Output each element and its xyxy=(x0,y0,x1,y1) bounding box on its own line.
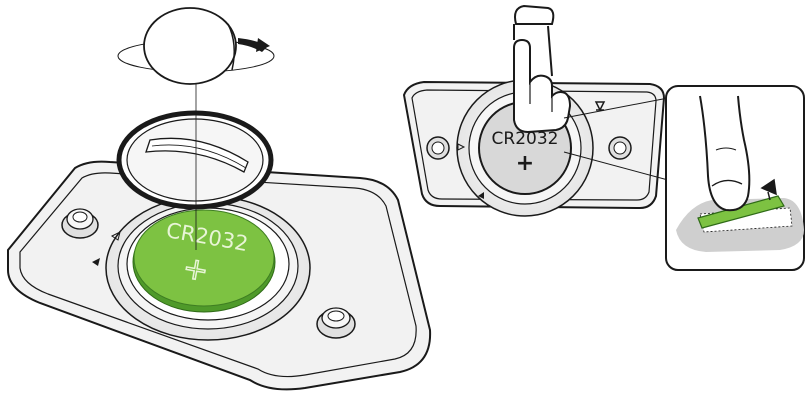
right-battery-plus: + xyxy=(516,151,534,176)
left-illustration: CR2032 + xyxy=(8,8,430,389)
right-snap-button-left xyxy=(427,137,449,159)
left-coin-rotate xyxy=(118,8,274,84)
coin xyxy=(144,8,236,84)
right-snap-button-right xyxy=(609,137,631,159)
left-battery-cover xyxy=(119,113,271,207)
detail-callout xyxy=(666,86,804,270)
pressing-hand-icon xyxy=(514,6,570,132)
right-illustration: CR2032 + xyxy=(404,6,804,270)
